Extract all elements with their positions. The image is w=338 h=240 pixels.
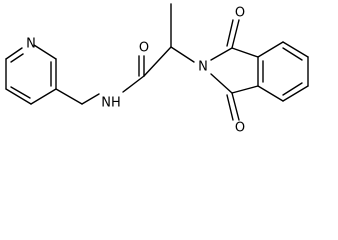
pyridine-ring [5, 44, 57, 105]
atom-labels: N O NH N O O [26, 6, 245, 136]
bond-nh-carbonyl [122, 75, 145, 93]
bond-n-c1 [210, 47, 233, 61]
pyridine-n-label: N [26, 37, 36, 52]
imide-o-top-label: O [235, 6, 245, 21]
bond-c7a-c7 [257, 41, 284, 58]
amide-nh-label: NH [101, 96, 121, 111]
bond-c3-o-b [226, 94, 234, 121]
bond-c4-c3a [257, 85, 284, 102]
bond-c7-c6 [282, 41, 309, 58]
bond-c1-c7a [231, 47, 259, 58]
bond-c5-c4-inner [282, 82, 303, 96]
bond-pyr-c6-n-inner [10, 53, 24, 63]
bond-c3-c3a [231, 85, 259, 94]
structure-canvas: N O NH N O O [5, 3, 309, 136]
bond-c1-o-b [226, 19, 234, 47]
imide-n-label: N [198, 60, 208, 75]
bond-pyr-c4-c5-inner [10, 86, 31, 99]
bond-pyr-n-c2 [33, 44, 57, 60]
bond-c5-c4 [282, 85, 309, 102]
imide-o-bottom-label: O [235, 121, 245, 136]
bond-pyr-c4-c5 [5, 88, 32, 105]
bond-carbonyl-alpha [143, 46, 172, 77]
amide-o-label: O [139, 41, 149, 56]
bond-c3-ch2 [55, 88, 83, 105]
bond-pyr-c6-n [5, 47, 23, 60]
phthalimide [210, 19, 309, 121]
molecule-drawing: N O NH N O O [5, 3, 309, 136]
bond-c1-o-a [231, 19, 240, 49]
bond-ch2-nh [81, 93, 100, 105]
bond-c7-c6-inner [282, 47, 303, 61]
bond-pyr-c3-c4 [30, 88, 57, 105]
bond-c3-o-a [231, 92, 240, 121]
linker-chain [55, 3, 195, 105]
bond-alpha-imide-n [170, 46, 195, 63]
bond-n-c3 [210, 73, 233, 94]
